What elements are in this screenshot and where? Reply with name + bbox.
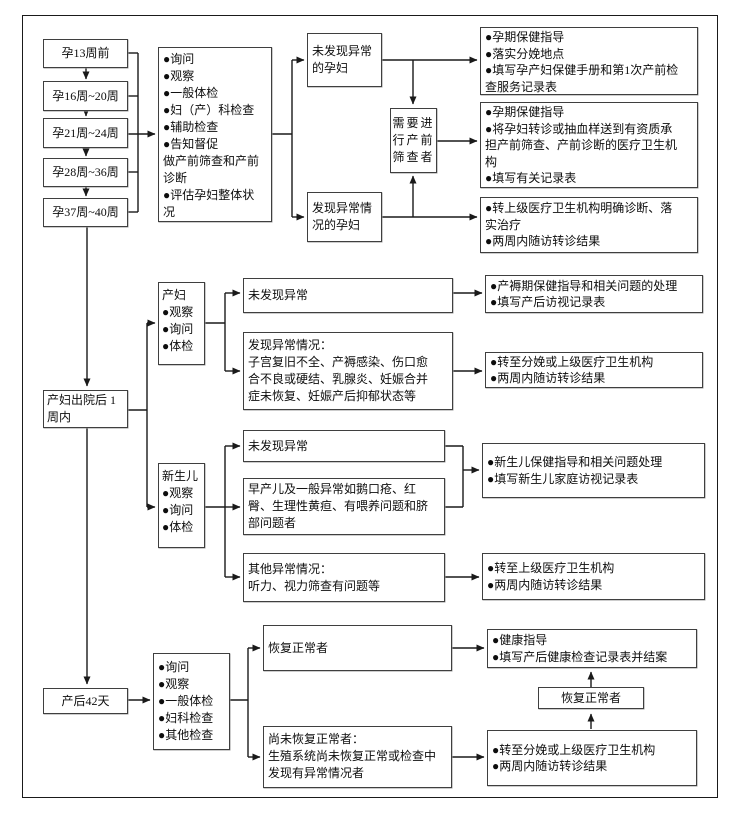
pregnancy-refer-abnormal-box: ●转上级医疗卫生机构明确诊断、落 实治疗 ●两周内随访转诊结果 bbox=[480, 197, 698, 253]
health-guidance-close-case-box: ●健康指导 ●填写产后健康检查记录表并结案 bbox=[487, 629, 697, 668]
mother-refer-box: ●转至分娩或上级医疗卫生机构 ●两周内随访转诊结果 bbox=[485, 352, 703, 388]
stage-week21-24-box: 孕21周~24周 bbox=[43, 118, 128, 148]
no-abnormality-pregnant-box: 未发现异常 的孕妇 bbox=[307, 33, 382, 87]
need-prenatal-screening-box: 需要进 行产前 筛查者 bbox=[390, 108, 437, 173]
newborn-other-abnormality-box: 其他异常情况： 听力、视力筛查有问题等 bbox=[243, 553, 445, 602]
stage-week13-box: 孕13周前 bbox=[43, 39, 128, 68]
postpartum-refer-box: ●转至分娩或上级医疗卫生机构 ●两周内随访转诊结果 bbox=[487, 730, 697, 786]
not-recovered-box: 尚未恢复正常者： 生殖系统尚未恢复正常或检查中 发现有异常情况者 bbox=[263, 726, 452, 788]
outer-frame bbox=[22, 15, 718, 798]
prenatal-process-box: ●询问 ●观察 ●一般体检 ●妇（产）科检查 ●辅助检查 ●告知督促 做产前筛查… bbox=[158, 47, 272, 222]
stage-week16-20-box: 孕16周~20周 bbox=[43, 81, 128, 111]
stage-week37-40-box: 孕37周~40周 bbox=[43, 198, 128, 227]
newborn-refer-box: ●转至上级医疗卫生机构 ●两周内随访转诊结果 bbox=[482, 553, 705, 600]
recovered-small-box: 恢复正常者 bbox=[538, 687, 644, 709]
pregnancy-guidance-normal-box: ●孕期保健指导 ●落实分娩地点 ●填写孕产妇保健手册和第1次产前检 查服务记录表 bbox=[480, 27, 698, 95]
postpartum-42d-box: 产后42天 bbox=[43, 688, 128, 714]
newborn-guidance-box: ●新生儿保健指导和相关问题处理 ●填写新生儿家庭访视记录表 bbox=[482, 443, 705, 498]
newborn-common-abnormality-box: 早产儿及一般异常如鹅口疮、红 臀、生理性黄疸、有喂养问题和脐 部问题者 bbox=[243, 478, 445, 535]
newborn-check-box: 新生儿 ●观察 ●询问 ●体检 bbox=[158, 463, 205, 548]
mother-check-box: 产妇 ●观察 ●询问 ●体检 bbox=[158, 282, 205, 365]
newborn-no-abnormality-box: 未发现异常 bbox=[243, 430, 445, 462]
recovered-box: 恢复正常者 bbox=[263, 625, 452, 671]
postpartum-check-box: ●询问 ●观察 ●一般体检 ●妇科检查 ●其他检查 bbox=[153, 653, 230, 750]
stage-week28-36-box: 孕28周~36周 bbox=[43, 158, 128, 187]
mother-abnormality-box: 发现异常情况： 子宫复旧不全、产褥感染、伤口愈 合不良或硬结、乳腺炎、妊娠合并 … bbox=[243, 332, 453, 410]
postdischarge-week1-box: 产妇出院后 1 周内 bbox=[43, 390, 128, 428]
abnormality-found-pregnant-box: 发现异常情 况的孕妇 bbox=[307, 192, 382, 242]
mother-no-abnormality-box: 未发现异常 bbox=[243, 278, 453, 313]
pregnancy-guidance-screening-box: ●孕期保健指导 ●将孕妇转诊或抽血样送到有资质承 担产前筛查、产前诊断的医疗卫生… bbox=[480, 102, 698, 188]
puerperium-guidance-box: ●产褥期保健指导和相关问题的处理 ●填写产后访视记录表 bbox=[485, 275, 703, 313]
